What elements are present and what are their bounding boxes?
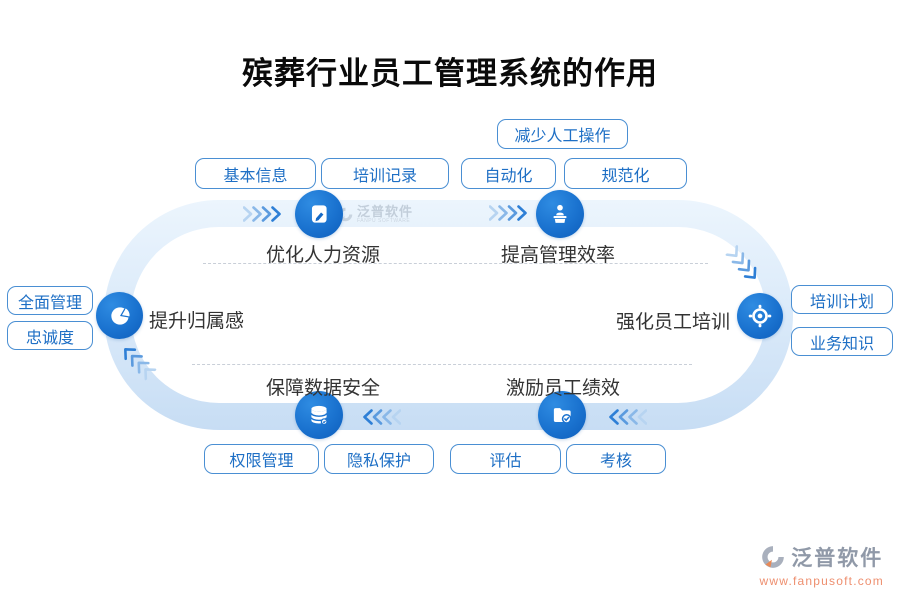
watermark-subtext: FANPU SOFTWARE	[357, 218, 411, 224]
flow-chevrons-bottom-right-icon	[607, 409, 648, 425]
dashed-line-top	[203, 263, 708, 264]
node-label-belonging: 提升归属感	[149, 311, 245, 332]
node-optimize-hr	[295, 190, 343, 238]
tag-permission: 权限管理	[204, 444, 319, 474]
database-icon	[310, 405, 328, 426]
racetrack-ring-inner	[131, 227, 766, 403]
tag-standardization: 规范化	[564, 158, 687, 189]
node-training	[737, 293, 783, 339]
tag-assessment: 考核	[566, 444, 666, 474]
racetrack-ring	[104, 200, 793, 430]
node-label-performance: 激励员工绩效	[505, 378, 620, 399]
presenter-icon	[553, 204, 567, 223]
footer-brand-logo-icon	[762, 546, 785, 568]
dashed-line-bottom	[192, 364, 692, 365]
flow-chevrons-top-right-icon	[488, 205, 529, 221]
watermark: 泛普软件 FANPU SOFTWARE	[338, 205, 413, 224]
node-label-efficiency: 提高管理效率	[500, 245, 615, 266]
watermark-brand: 泛普软件	[357, 204, 414, 219]
node-label-optimize-hr: 优化人力资源	[265, 245, 380, 266]
flow-chevrons-right-curve-icon	[725, 244, 763, 286]
node-performance	[538, 391, 586, 439]
pie-chart-icon	[110, 306, 130, 325]
tag-basic-info: 基本信息	[195, 158, 316, 189]
flow-chevrons-top-left-icon	[242, 206, 283, 222]
flow-chevrons-bottom-left-icon	[361, 409, 402, 425]
footer-url: www.fanpusoft.com	[759, 574, 884, 588]
tag-business-knowledge: 业务知识	[791, 327, 893, 356]
tag-reduce-manual: 减少人工操作	[497, 119, 628, 149]
folder-check-icon	[553, 408, 572, 424]
node-efficiency	[536, 190, 584, 238]
tag-evaluation: 评估	[450, 444, 561, 474]
tag-privacy: 隐私保护	[324, 444, 434, 474]
tag-automation: 自动化	[461, 158, 556, 189]
tag-training-plan: 培训计划	[791, 285, 893, 314]
node-label-training: 强化员工培训	[615, 312, 730, 333]
target-icon	[748, 304, 772, 328]
tag-loyalty: 忠诚度	[7, 321, 93, 350]
footer-brand-name: 泛普软件	[791, 547, 884, 570]
tag-full-management: 全面管理	[7, 286, 93, 315]
tag-training-record: 培训记录	[321, 158, 449, 189]
node-label-data-security: 保障数据安全	[265, 378, 380, 399]
footer-brand: 泛普软件 www.fanpusoft.com	[760, 542, 884, 588]
page-title: 殡葬行业员工管理系统的作用	[242, 56, 658, 91]
node-belonging	[96, 292, 143, 339]
flow-chevrons-left-curve-icon	[117, 341, 157, 381]
node-data-security	[295, 391, 343, 439]
notebook-pencil-icon	[311, 205, 327, 223]
